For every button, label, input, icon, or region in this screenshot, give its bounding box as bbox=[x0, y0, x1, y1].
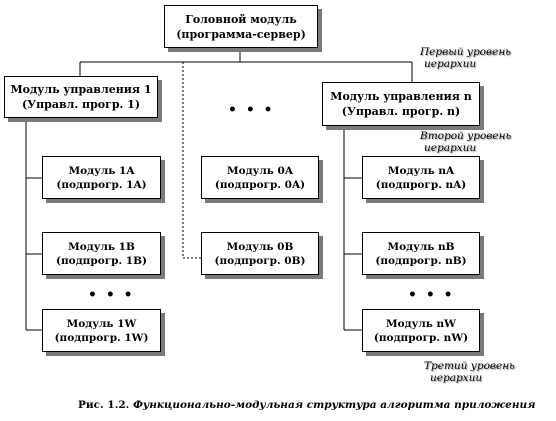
level-label-second: Второй уровень иерархии bbox=[420, 130, 511, 154]
control-module-1-subtitle: (Управл. прогр. 1) bbox=[21, 98, 141, 111]
module-na-title: Модуль nA bbox=[387, 164, 455, 177]
module-1b-subtitle: (подпрогр. 1B) bbox=[56, 254, 147, 267]
head-module-box: Головной модуль (программа-сервер) bbox=[164, 5, 318, 48]
control-module-n-subtitle: (Управл. прогр. n) bbox=[341, 105, 461, 118]
level-label-third-line2: иерархии bbox=[430, 372, 483, 384]
module-1b-title: Модуль 1B bbox=[68, 240, 135, 253]
module-na-box: Модуль nA (подпрогр. nA) bbox=[362, 156, 480, 199]
level-label-first-line1: Первый уровень bbox=[420, 46, 511, 58]
module-nw-subtitle: (подпрогр. nW) bbox=[373, 331, 469, 344]
module-0a-title: Модуль 0A bbox=[227, 164, 293, 177]
module-na-subtitle: (подпрогр. nA) bbox=[375, 178, 467, 191]
module-0b-title: Модуль 0B bbox=[226, 240, 294, 253]
module-nw-box: Модуль nW (подпрогр. nW) bbox=[362, 309, 480, 352]
level-label-first-line2: иерархии bbox=[424, 58, 477, 70]
ellipsis-left: • • • bbox=[88, 287, 135, 303]
module-1a-title: Модуль 1A bbox=[68, 164, 135, 177]
level-label-first: Первый уровень иерархии bbox=[420, 46, 511, 70]
module-1a-subtitle: (подпрогр. 1A) bbox=[56, 178, 147, 191]
level-label-third-line1: Третий уровень bbox=[424, 360, 515, 372]
module-nb-title: Модуль nB bbox=[387, 240, 455, 253]
module-0b-box: Модуль 0B (подпрогр. 0B) bbox=[201, 232, 319, 275]
module-nb-box: Модуль nB (подпрогр. nB) bbox=[362, 232, 480, 275]
module-nb-subtitle: (подпрогр. nB) bbox=[375, 254, 467, 267]
level-label-second-line1: Второй уровень bbox=[420, 130, 512, 142]
figure-caption: Рис. 1.2. Функционально-модульная структ… bbox=[78, 399, 535, 411]
module-0a-subtitle: (подпрогр. 0A) bbox=[214, 178, 306, 191]
level-label-third: Третий уровень иерархии bbox=[424, 360, 515, 384]
control-module-n-title: Модуль управления n bbox=[330, 90, 472, 103]
control-module-1-title: Модуль управления 1 bbox=[10, 83, 152, 96]
control-module-n-box: Модуль управления n (Управл. прогр. n) bbox=[322, 82, 480, 126]
ellipsis-right: • • • bbox=[408, 287, 455, 303]
head-module-title: Головной модуль bbox=[185, 12, 297, 26]
head-module-subtitle: (программа-сервер) bbox=[176, 27, 306, 41]
module-1w-subtitle: (подпрогр. 1W) bbox=[54, 331, 149, 344]
module-1b-box: Модуль 1B (подпрогр. 1B) bbox=[42, 232, 161, 275]
module-0b-subtitle: (подпрогр. 0B) bbox=[214, 254, 306, 267]
ellipsis-center: • • • bbox=[228, 102, 275, 118]
module-0a-box: Модуль 0A (подпрогр. 0A) bbox=[201, 156, 319, 199]
module-1w-box: Модуль 1W (подпрогр. 1W) bbox=[42, 309, 161, 352]
caption-label: Рис. 1.2. bbox=[78, 399, 130, 411]
control-module-1-box: Модуль управления 1 (Управл. прогр. 1) bbox=[4, 76, 158, 118]
module-1a-box: Модуль 1A (подпрогр. 1A) bbox=[42, 156, 161, 199]
module-1w-title: Модуль 1W bbox=[66, 317, 137, 330]
caption-text: Функционально-модульная структура алгори… bbox=[132, 399, 536, 411]
level-label-second-line2: иерархии bbox=[424, 142, 477, 154]
module-nw-title: Модуль nW bbox=[386, 317, 456, 330]
